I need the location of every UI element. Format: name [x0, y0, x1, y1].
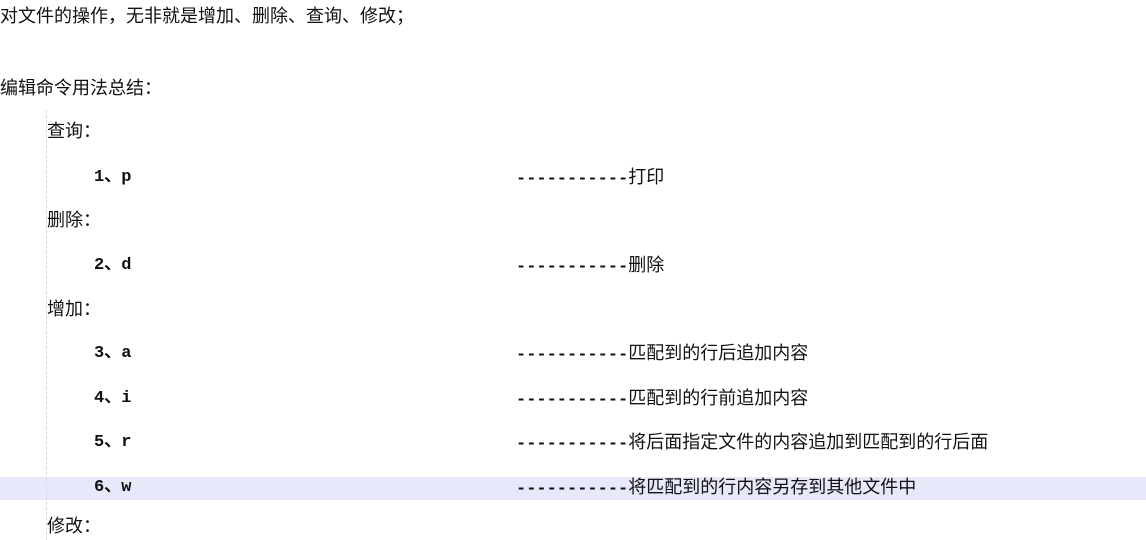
current-line-highlight — [0, 477, 1146, 500]
section-modify-title: 修改： — [47, 516, 101, 537]
command-p: 1、p — [94, 168, 132, 187]
command-a: 3、a — [94, 344, 132, 363]
command-w-desc: -----------将匹配到的行内容另存到其他文件中 — [516, 477, 917, 499]
intro-text: 对文件的操作，无非就是增加、删除、查询、修改； — [0, 6, 414, 27]
section-query-title: 查询： — [47, 121, 101, 142]
command-i-desc: -----------匹配到的行前追加内容 — [516, 388, 809, 410]
command-w: 6、w — [94, 478, 132, 497]
command-a-desc: -----------匹配到的行后追加内容 — [516, 343, 809, 365]
command-i: 4、i — [94, 389, 132, 408]
section-add-title: 增加： — [47, 299, 101, 320]
indent-guide — [46, 110, 47, 540]
command-r-desc: -----------将后面指定文件的内容追加到匹配到的行后面 — [516, 432, 989, 454]
section-delete-title: 删除： — [47, 210, 101, 231]
command-p-desc: -----------打印 — [516, 167, 665, 189]
command-d-desc: -----------删除 — [516, 255, 665, 277]
summary-title: 编辑命令用法总结： — [0, 78, 162, 99]
command-d: 2、d — [94, 256, 132, 275]
command-r: 5、r — [94, 433, 132, 452]
